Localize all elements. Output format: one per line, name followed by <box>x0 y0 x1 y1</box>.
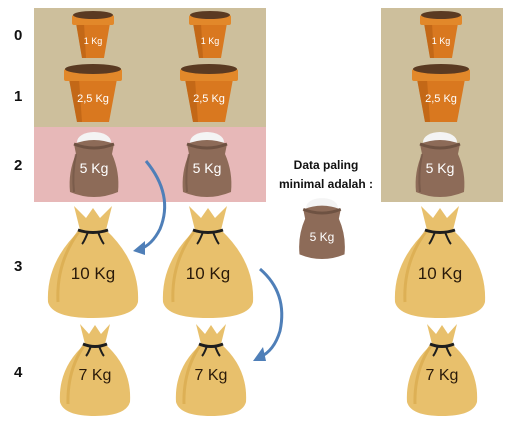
sack-5kg-label: 5 Kg <box>192 160 222 176</box>
answer-sack-5kg: 5 Kg <box>292 196 352 262</box>
sack-5kg: 5 Kg <box>175 130 239 200</box>
row-label-3: 3 <box>14 258 23 275</box>
brown-sack-icon <box>299 198 345 259</box>
row-label-0: 0 <box>14 27 23 44</box>
gold-money-bag-icon <box>59 324 131 416</box>
row-label-1: 1 <box>14 88 23 105</box>
answer-sack-label: 5 Kg <box>309 230 335 244</box>
bag-10kg: 10 Kg <box>389 204 491 320</box>
bag-7kg: 7 Kg <box>403 322 481 418</box>
pot-2-5kg-label: 2,5 Kg <box>425 93 457 105</box>
answer-note-line2: minimal adalah : <box>278 177 374 191</box>
clay-pot-icon <box>180 64 238 122</box>
answer-note: Data paling minimal adalah : <box>268 156 384 194</box>
pot-1kg: 1 Kg <box>70 9 116 59</box>
bag-7kg-label: 7 Kg <box>78 367 112 384</box>
pot-1kg-label: 1 Kg <box>431 36 451 46</box>
pot-2-5kg-label: 2,5 Kg <box>193 93 225 105</box>
curved-arrow-icon <box>253 267 284 361</box>
clay-pot-icon <box>420 11 462 58</box>
sack-5kg-label: 5 Kg <box>79 160 109 176</box>
clay-pot-icon <box>72 11 114 58</box>
gold-money-bag-icon <box>394 206 486 318</box>
gold-money-bag-icon <box>406 324 478 416</box>
sack-5kg: 5 Kg <box>408 130 472 200</box>
bag-7kg: 7 Kg <box>172 322 250 418</box>
answer-note-line1: Data paling <box>293 158 359 172</box>
clay-pot-icon <box>189 11 231 58</box>
bag-10kg-label: 10 Kg <box>417 264 463 283</box>
pot-2-5kg: 2,5 Kg <box>62 63 124 123</box>
brown-sack-icon <box>69 132 119 197</box>
pot-1kg: 1 Kg <box>187 9 233 59</box>
bag-10kg-label: 10 Kg <box>70 264 116 283</box>
clay-pot-icon <box>412 64 470 122</box>
bag-7kg-label: 7 Kg <box>194 367 228 384</box>
sack-5kg-label: 5 Kg <box>425 160 455 176</box>
gold-money-bag-icon <box>175 324 247 416</box>
pot-2-5kg-label: 2,5 Kg <box>77 93 109 105</box>
bag-7kg-label: 7 Kg <box>425 367 459 384</box>
pot-2-5kg: 2,5 Kg <box>410 63 472 123</box>
row-label-2: 2 <box>14 157 23 174</box>
gold-money-bag-icon <box>47 206 139 318</box>
bag-10kg: 10 Kg <box>157 204 259 320</box>
gold-money-bag-icon <box>162 206 254 318</box>
brown-sack-icon <box>415 132 465 197</box>
pot-1kg: 1 Kg <box>418 9 464 59</box>
pot-2-5kg: 2,5 Kg <box>178 63 240 123</box>
bag-7kg: 7 Kg <box>56 322 134 418</box>
curved-arrow-icon <box>133 160 167 255</box>
bag-10kg: 10 Kg <box>42 204 144 320</box>
pot-1kg-label: 1 Kg <box>83 36 103 46</box>
sack-5kg: 5 Kg <box>62 130 126 200</box>
brown-sack-icon <box>182 132 232 197</box>
bag-10kg-label: 10 Kg <box>185 264 231 283</box>
clay-pot-icon <box>64 64 122 122</box>
row-label-4: 4 <box>14 364 23 381</box>
pot-1kg-label: 1 Kg <box>200 36 220 46</box>
